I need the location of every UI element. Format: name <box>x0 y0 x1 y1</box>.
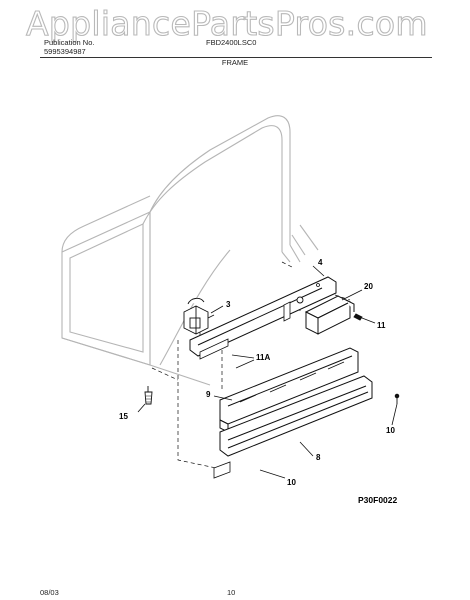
screw-11 <box>353 313 363 321</box>
module-box <box>304 295 355 335</box>
callout-11: 11 <box>377 321 386 330</box>
watermark: AppliancePartsPros.com <box>25 3 428 43</box>
model-number: FBD2400LSC0 <box>206 38 257 47</box>
section-title: FRAME <box>221 58 249 67</box>
leader-lines <box>137 265 398 479</box>
callout-8: 8 <box>316 453 321 462</box>
lower-trim-panel <box>219 347 359 433</box>
screw-15 <box>144 386 153 405</box>
callout-9: 9 <box>206 390 211 399</box>
callout-3: 3 <box>226 300 231 309</box>
figure-code: P30F0022 <box>358 495 398 505</box>
footer-date: 08/03 <box>40 588 59 597</box>
callout-10-right: 10 <box>386 426 395 435</box>
page-number: 10 <box>227 588 236 597</box>
switch-component <box>183 297 215 335</box>
callout-20: 20 <box>364 282 373 291</box>
publication-label: Publication No. <box>44 38 95 47</box>
callout-15: 15 <box>119 412 128 421</box>
callout-10-bottom: 10 <box>287 478 296 487</box>
header-rule <box>40 57 432 58</box>
callout-4: 4 <box>318 258 323 267</box>
kick-plate <box>213 375 373 479</box>
control-panel-bracket <box>189 276 337 360</box>
publication-number: 5995394987 <box>44 47 86 56</box>
screw-10-right <box>394 393 400 404</box>
tub-frame <box>61 115 319 386</box>
callout-11a: 11A <box>256 353 271 362</box>
